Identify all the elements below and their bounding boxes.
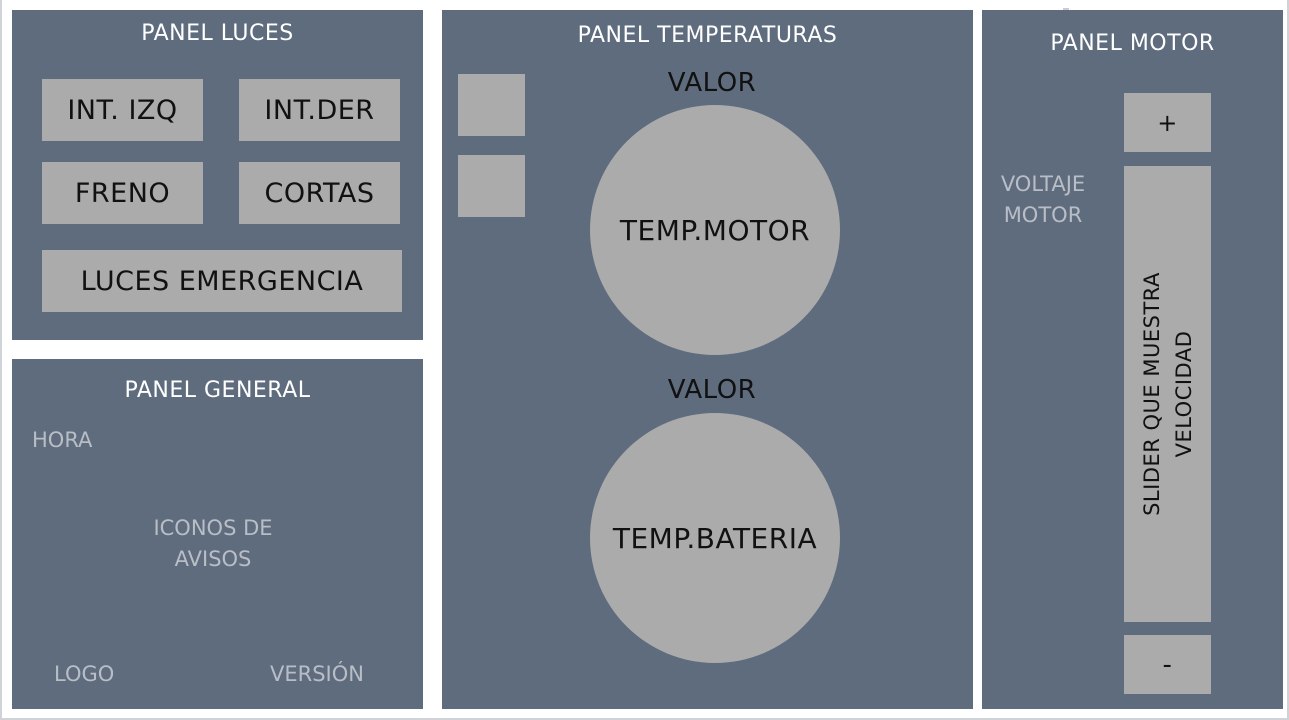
slider-label-line2: VELOCIDAD xyxy=(1171,330,1196,458)
plus-button[interactable]: + xyxy=(1124,93,1211,152)
logo-label: LOGO xyxy=(54,662,115,686)
panel-luces-title: PANEL LUCES xyxy=(141,21,294,46)
valor-motor-label: VALOR xyxy=(667,68,757,98)
panel-luces: PANEL LUCES INT. IZQ INT.DER FRENO CORTA… xyxy=(12,10,423,340)
voltaje-motor-label: VOLTAJE MOTOR xyxy=(982,169,1104,231)
version-label: VERSIÓN xyxy=(270,662,364,686)
cortas-button[interactable]: CORTAS xyxy=(239,162,400,224)
indicator-square-2 xyxy=(458,155,525,217)
minus-button[interactable]: - xyxy=(1124,635,1211,694)
int-der-button[interactable]: INT.DER xyxy=(239,79,400,141)
panel-general: PANEL GENERAL HORA ICONOS DE AVISOS LOGO… xyxy=(12,359,423,709)
panel-temperaturas: PANEL TEMPERATURAS VALOR TEMP.MOTOR VALO… xyxy=(442,10,973,709)
valor-bateria-label: VALOR xyxy=(667,375,757,405)
panel-motor-title: PANEL MOTOR xyxy=(1050,31,1215,56)
velocidad-slider[interactable]: SLIDER QUE MUESTRA VELOCIDAD xyxy=(1124,166,1211,622)
indicator-square-1 xyxy=(458,74,525,136)
hora-label: HORA xyxy=(32,428,93,452)
iconos-avisos: ICONOS DE AVISOS xyxy=(112,513,314,575)
panel-temperaturas-title: PANEL TEMPERATURAS xyxy=(577,23,838,48)
iconos-avisos-line2: AVISOS xyxy=(174,547,252,571)
panel-general-title: PANEL GENERAL xyxy=(124,378,311,403)
top-mark xyxy=(1063,8,1069,10)
iconos-avisos-line1: ICONOS DE xyxy=(153,516,273,540)
int-izq-button[interactable]: INT. IZQ xyxy=(42,79,203,141)
temp-motor-gauge: TEMP.MOTOR xyxy=(590,105,840,355)
voltaje-motor-line1: VOLTAJE xyxy=(1000,172,1086,196)
voltaje-motor-line2: MOTOR xyxy=(1003,203,1083,227)
panel-motor: PANEL MOTOR VOLTAJE MOTOR + SLIDER QUE M… xyxy=(982,10,1283,709)
luces-emergencia-button[interactable]: LUCES EMERGENCIA xyxy=(42,250,402,312)
temp-bateria-gauge: TEMP.BATERIA xyxy=(590,413,840,663)
slider-label-line1: SLIDER QUE MUESTRA xyxy=(1139,272,1164,516)
slider-label: SLIDER QUE MUESTRA VELOCIDAD xyxy=(1136,272,1200,516)
freno-button[interactable]: FRENO xyxy=(42,162,203,224)
